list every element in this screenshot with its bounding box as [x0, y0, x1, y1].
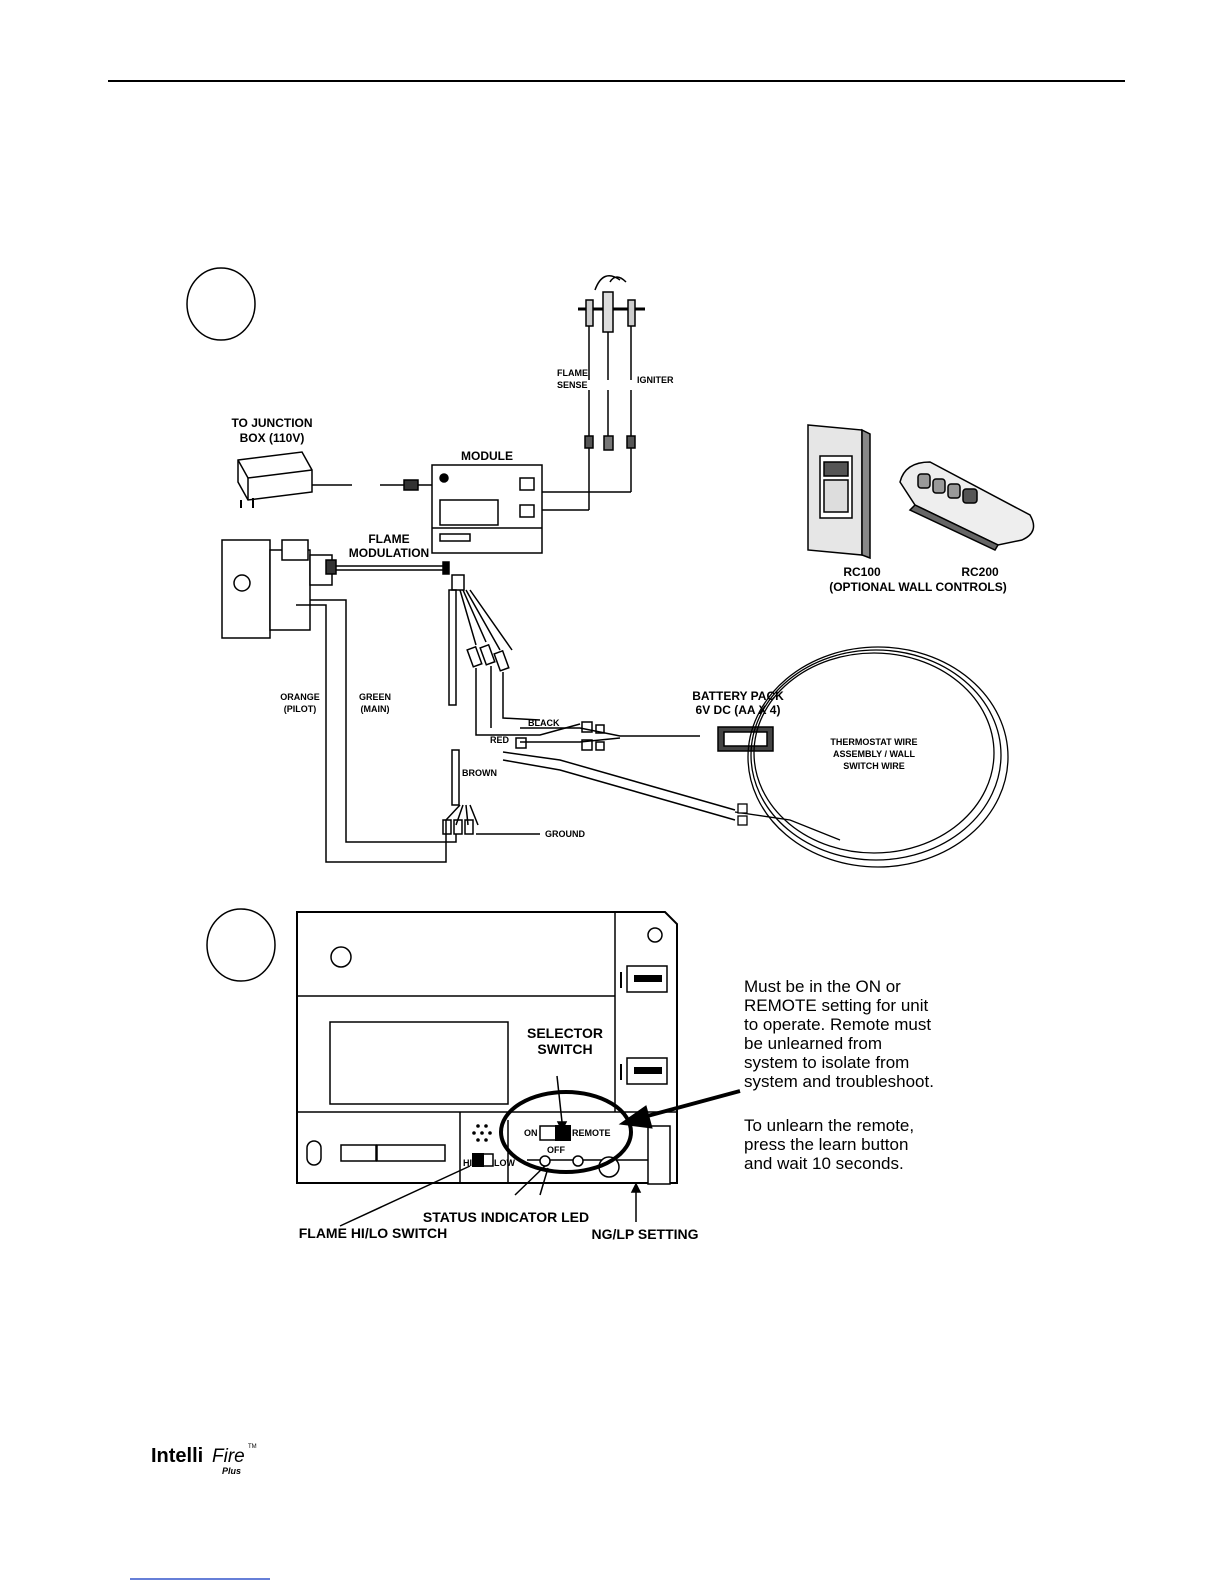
switch-on-label: ON	[524, 1128, 538, 1138]
junction-box-label-2: BOX (110V)	[240, 431, 305, 445]
selector-highlight	[499, 1090, 633, 1174]
flame-modulation-wire	[336, 561, 450, 575]
selector-note: Must be in the ON or REMOTE setting for …	[744, 977, 934, 1173]
svg-text:To unlearn the remote,: To unlearn the remote,	[744, 1116, 914, 1135]
battery-pack-label: BATTERY PACK	[692, 689, 784, 703]
wiring-harness	[442, 574, 736, 835]
battery-pack-label-2: 6V DC (AA X 4)	[696, 703, 781, 717]
svg-text:Fire: Fire	[212, 1446, 245, 1467]
thermostat-label-3: SWITCH WIRE	[843, 761, 905, 771]
flame-hilo-label: FLAME HI/LO SWITCH	[299, 1225, 448, 1241]
optional-wall-controls-label: (OPTIONAL WALL CONTROLS)	[829, 580, 1007, 594]
pointer-lines	[339, 1075, 642, 1227]
svg-text:and wait 10 seconds.: and wait 10 seconds.	[744, 1154, 904, 1173]
wire-brown-label: BROWN	[462, 768, 497, 778]
svg-text:TM: TM	[248, 1444, 257, 1450]
igniter-assembly	[541, 275, 645, 511]
svg-text:Intelli: Intelli	[151, 1445, 203, 1467]
rc100-label: RC100	[843, 565, 881, 579]
junction-box-label: TO JUNCTION	[231, 416, 312, 430]
battery-pack	[717, 726, 774, 752]
svg-text:press the learn button: press the learn button	[744, 1135, 908, 1154]
flame-modulation-label: FLAME	[368, 532, 409, 546]
note-arrow	[618, 1089, 741, 1129]
module-vent-dots	[472, 1124, 492, 1142]
section-circle-1	[186, 267, 256, 341]
orange-wire-label: ORANGE	[280, 692, 320, 702]
module-label: MODULE	[461, 449, 513, 463]
module-box	[431, 464, 543, 554]
wire-red-label: RED	[490, 735, 510, 745]
power-adapter	[237, 451, 432, 508]
rc200-remote	[899, 461, 1035, 551]
gas-valve	[221, 539, 337, 639]
orange-wire-label-2: (PILOT)	[284, 704, 317, 714]
flame-sense-label-2: SENSE	[557, 380, 588, 390]
switch-remote-label: REMOTE	[572, 1128, 611, 1138]
pilot-main-wires	[296, 599, 457, 863]
svg-text:system and troubleshoot.: system and troubleshoot.	[744, 1072, 934, 1091]
thermostat-wire-coil	[734, 646, 1009, 868]
thermostat-label-2: ASSEMBLY / WALL	[833, 749, 916, 759]
status-led-label: STATUS INDICATOR LED	[423, 1209, 589, 1225]
hi-label: HI	[463, 1158, 472, 1168]
intellifire-logo: Intelli Fire TM Plus	[151, 1444, 257, 1476]
selector-switch-label-2: SWITCH	[537, 1041, 592, 1057]
svg-text:Plus: Plus	[222, 1466, 241, 1476]
rc200-label: RC200	[961, 565, 999, 579]
svg-text:to operate. Remote must: to operate. Remote must	[744, 1015, 931, 1034]
thermostat-label: THERMOSTAT WIRE	[830, 737, 917, 747]
ground-label: GROUND	[545, 829, 585, 839]
wire-black-label: BLACK	[528, 718, 560, 728]
selector-switch-label: SELECTOR	[527, 1025, 603, 1041]
green-wire-label: GREEN	[359, 692, 391, 702]
svg-text:be unlearned from: be unlearned from	[744, 1034, 882, 1053]
switch-off-label: OFF	[547, 1145, 565, 1155]
svg-text:REMOTE setting for unit: REMOTE setting for unit	[744, 996, 929, 1015]
low-label: LOW	[494, 1158, 515, 1168]
module-detail	[296, 911, 678, 1185]
igniter-label: IGNITER	[637, 375, 674, 385]
section-circle-2	[206, 908, 276, 982]
svg-text:system to isolate from: system to isolate from	[744, 1053, 909, 1072]
nglp-label: NG/LP SETTING	[591, 1226, 698, 1242]
flame-modulation-label-2: MODULATION	[349, 546, 429, 560]
svg-text:Must be in the ON or: Must be in the ON or	[744, 977, 901, 996]
rc100-wall-control	[807, 424, 871, 560]
flame-sense-label: FLAME	[557, 368, 588, 378]
green-wire-label-2: (MAIN)	[361, 704, 390, 714]
